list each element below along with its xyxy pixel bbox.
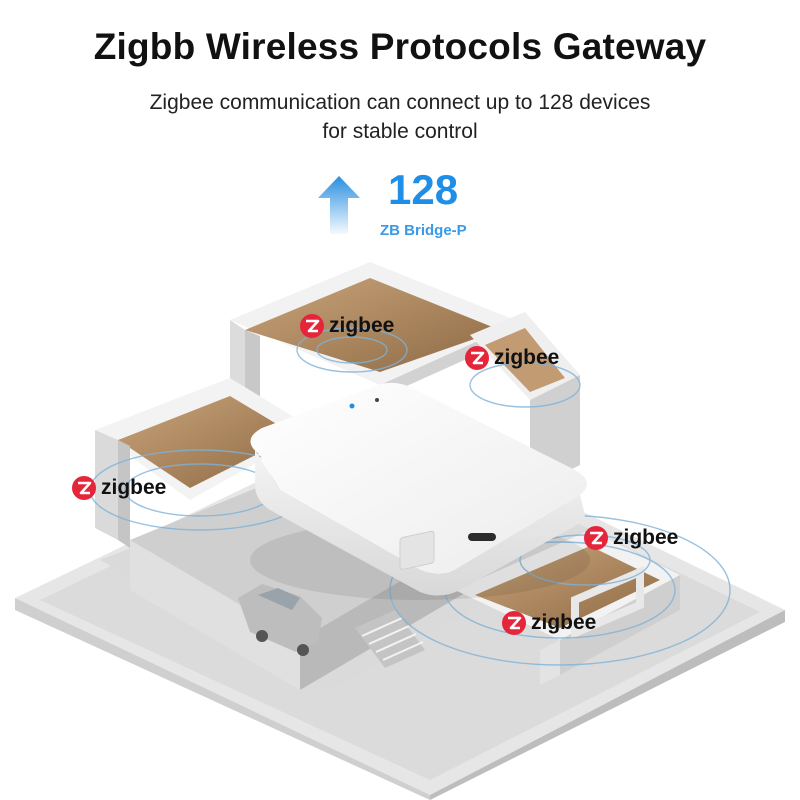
zigbee-logo-icon bbox=[465, 346, 489, 370]
zigbee-label-5: zigbee bbox=[502, 611, 596, 635]
zigbee-text: zigbee bbox=[329, 314, 395, 337]
usb-port-icon bbox=[468, 533, 496, 541]
arrow-up-icon bbox=[318, 176, 360, 234]
zigbee-logo-icon bbox=[300, 314, 324, 338]
status-led-icon bbox=[349, 403, 355, 409]
room-left bbox=[95, 378, 315, 548]
zigbee-label-1: zigbee bbox=[300, 314, 394, 338]
page-title: Zigbb Wireless Protocols Gateway bbox=[93, 26, 707, 67]
car bbox=[238, 584, 322, 656]
zigbee-logo-icon bbox=[72, 476, 96, 500]
subtitle-line-1: Zigbee communication can connect up to 1… bbox=[149, 91, 651, 114]
zigbee-logo-icon bbox=[502, 611, 526, 635]
zigbee-logo-icon bbox=[584, 526, 608, 550]
zigbee-text: zigbee bbox=[101, 476, 167, 499]
zigbee-label-3: zigbee bbox=[72, 476, 166, 500]
stairs bbox=[355, 610, 425, 668]
zigbee-text: zigbee bbox=[494, 346, 560, 369]
device-count: 128 bbox=[388, 166, 459, 213]
zigbee-text: zigbee bbox=[613, 526, 679, 549]
zigbee-label-2: zigbee bbox=[465, 346, 559, 370]
gateway-device bbox=[250, 382, 590, 600]
zigbee-text: zigbee bbox=[531, 611, 597, 634]
page-subtitle: Zigbee communication can connect up to 1… bbox=[0, 88, 800, 146]
zigbee-label-4: zigbee bbox=[584, 526, 678, 550]
subtitle-line-2: for stable control bbox=[322, 120, 478, 143]
model-name: ZB Bridge-P bbox=[380, 222, 467, 239]
